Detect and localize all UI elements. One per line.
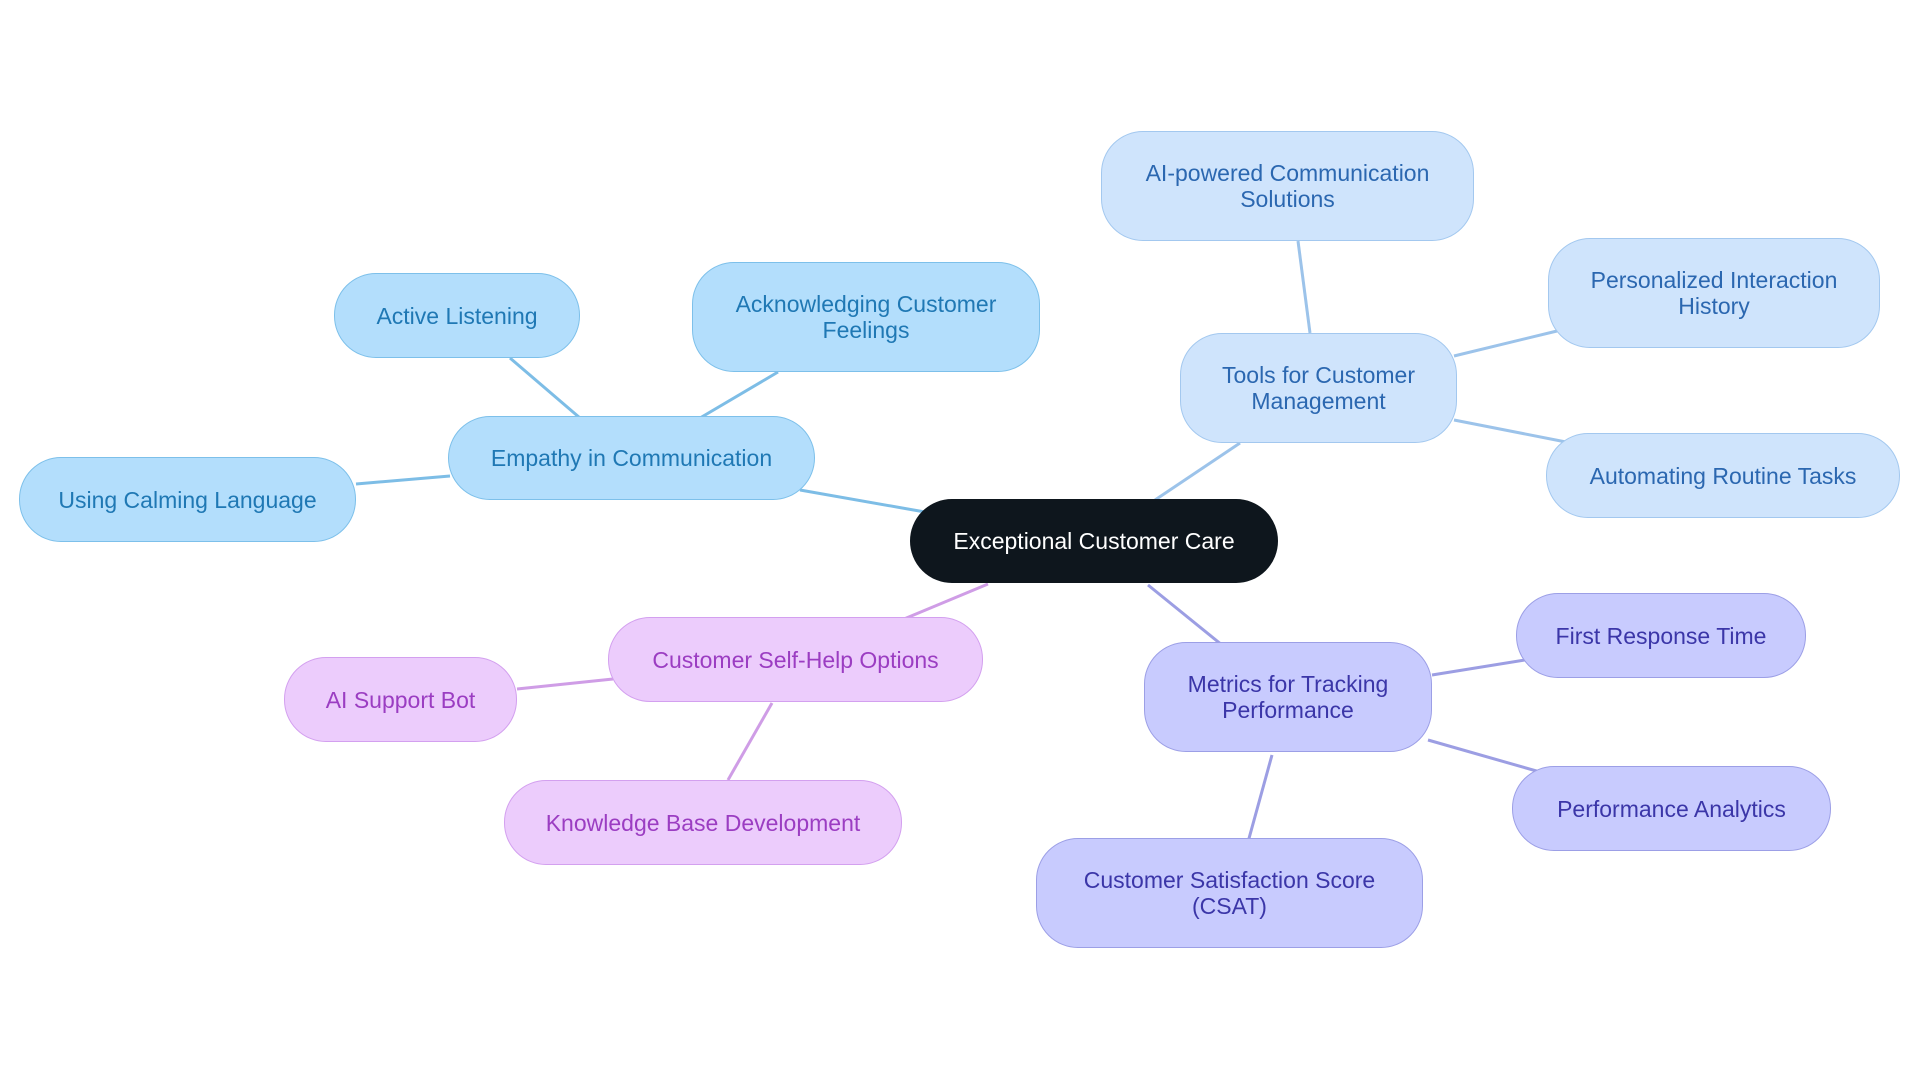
edge-root-metrics xyxy=(1147,583,1223,647)
leaf-knowledge-base-development[interactable]: Knowledge Base Development xyxy=(504,780,902,865)
edge-metrics-first-response xyxy=(1431,658,1526,677)
edge-root-tools xyxy=(1154,441,1241,502)
edge-selfhelp-ai-bot xyxy=(516,677,614,691)
branch-tools-for-customer-management[interactable]: Tools for Customer Management xyxy=(1180,333,1457,443)
edge-tools-automating xyxy=(1453,418,1567,444)
leaf-ai-powered-communication-solutions[interactable]: AI-powered Communication Solutions xyxy=(1101,131,1474,241)
edge-empathy-active-listening xyxy=(509,356,581,420)
edge-tools-personalized xyxy=(1453,329,1558,358)
leaf-performance-analytics[interactable]: Performance Analytics xyxy=(1512,766,1831,851)
leaf-customer-satisfaction-score[interactable]: Customer Satisfaction Score (CSAT) xyxy=(1036,838,1423,948)
edge-root-empathy xyxy=(799,488,926,514)
branch-metrics-for-tracking-performance[interactable]: Metrics for Tracking Performance xyxy=(1144,642,1432,752)
leaf-acknowledging-customer-feelings[interactable]: Acknowledging Customer Feelings xyxy=(692,262,1040,372)
leaf-automating-routine-tasks[interactable]: Automating Routine Tasks xyxy=(1546,433,1900,518)
edge-empathy-acknowledging xyxy=(699,370,779,420)
branch-customer-self-help-options[interactable]: Customer Self-Help Options xyxy=(608,617,983,702)
edge-root-selfhelp xyxy=(903,582,989,621)
root-node[interactable]: Exceptional Customer Care xyxy=(910,499,1278,583)
leaf-active-listening[interactable]: Active Listening xyxy=(334,273,580,358)
leaf-using-calming-language[interactable]: Using Calming Language xyxy=(19,457,356,542)
leaf-personalized-interaction-history[interactable]: Personalized Interaction History xyxy=(1548,238,1880,348)
branch-empathy-in-communication[interactable]: Empathy in Communication xyxy=(448,416,815,500)
edge-selfhelp-knowledge-base xyxy=(726,702,774,781)
edge-metrics-csat xyxy=(1246,754,1274,843)
leaf-ai-support-bot[interactable]: AI Support Bot xyxy=(284,657,517,742)
edge-metrics-performance-analytics xyxy=(1427,738,1541,774)
edge-tools-ai-powered xyxy=(1296,240,1312,334)
edge-empathy-calming-language xyxy=(355,474,451,486)
leaf-first-response-time[interactable]: First Response Time xyxy=(1516,593,1806,678)
